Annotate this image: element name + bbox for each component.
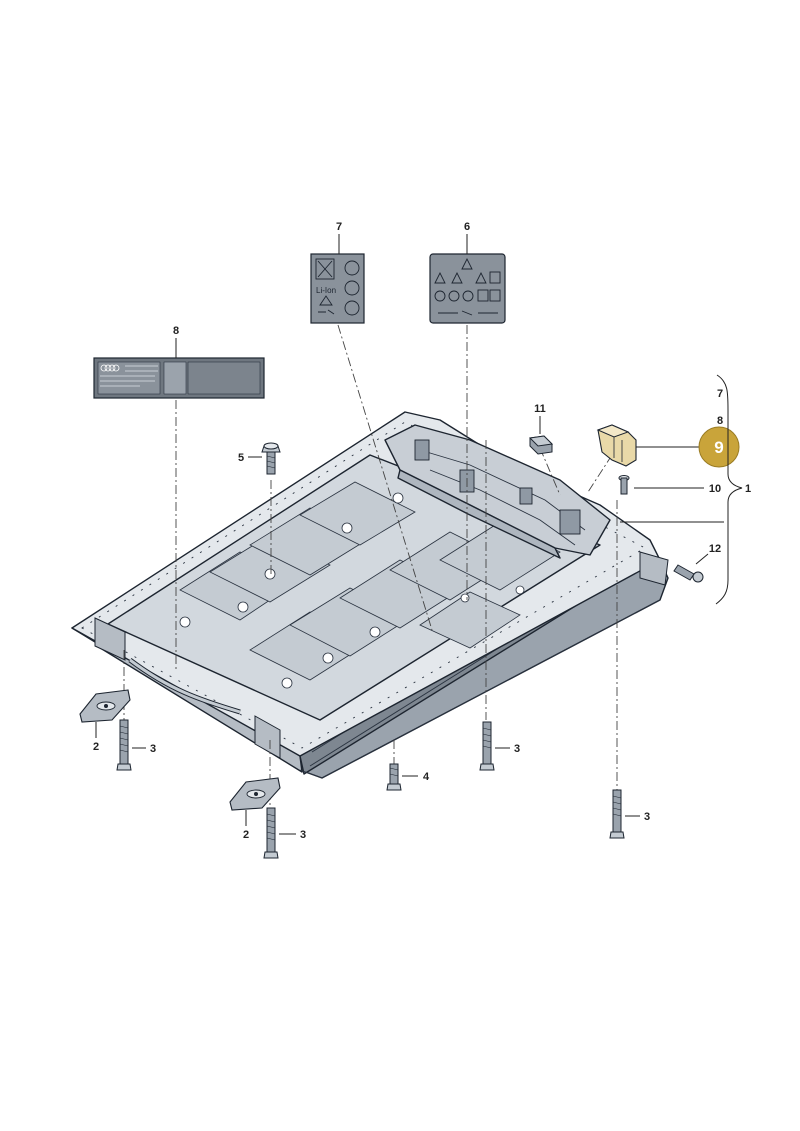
mount-foot-part-2-left xyxy=(79,689,131,723)
callout-7-label: 7 xyxy=(336,221,342,233)
bolt-part-3-b xyxy=(263,807,279,859)
warning-label-part xyxy=(429,253,506,324)
callout-6: 6 xyxy=(464,221,470,233)
callout-3-c: 3 xyxy=(514,743,520,755)
recycling-label-part: Li-Ion xyxy=(310,253,365,324)
bolt-part-4 xyxy=(386,763,402,791)
callout-12: 12 xyxy=(709,543,721,555)
callout-8-label: 8 xyxy=(173,325,179,337)
li-ion-text: Li-Ion xyxy=(316,286,336,295)
callout-7-bracket: 7 xyxy=(717,388,723,400)
highlighted-bracket-part-9 xyxy=(596,424,637,467)
bolt-part-12 xyxy=(673,564,704,583)
callout-5: 5 xyxy=(238,452,244,464)
highlight-callout-9: 9 xyxy=(698,426,740,468)
callout-3-b: 3 xyxy=(300,829,306,841)
audi-rings-logo xyxy=(100,364,120,372)
battery-housing xyxy=(71,411,669,779)
bolt-part-5 xyxy=(261,442,281,475)
callout-2-left: 2 xyxy=(93,741,99,753)
callout-3-a: 3 xyxy=(150,743,156,755)
callout-8-bracket: 8 xyxy=(717,415,723,427)
callout-3-d: 3 xyxy=(644,811,650,823)
callout-11: 11 xyxy=(534,403,546,415)
bolt-part-3-a xyxy=(116,719,132,771)
bolt-part-3-d xyxy=(609,789,625,839)
callout-4: 4 xyxy=(423,771,430,783)
type-plate-label-part xyxy=(93,357,265,399)
screw-part-10 xyxy=(618,475,630,495)
callout-2-right: 2 xyxy=(243,829,249,841)
callout-9-highlight: 9 xyxy=(714,438,723,457)
mount-foot-part-2-right xyxy=(229,777,281,811)
callout-10: 10 xyxy=(709,483,721,495)
callout-1: 1 xyxy=(745,483,751,495)
bolt-part-3-c xyxy=(479,721,495,771)
assembly-lines xyxy=(123,324,618,805)
group-bracket xyxy=(620,374,743,605)
connector-part-11 xyxy=(528,435,554,455)
